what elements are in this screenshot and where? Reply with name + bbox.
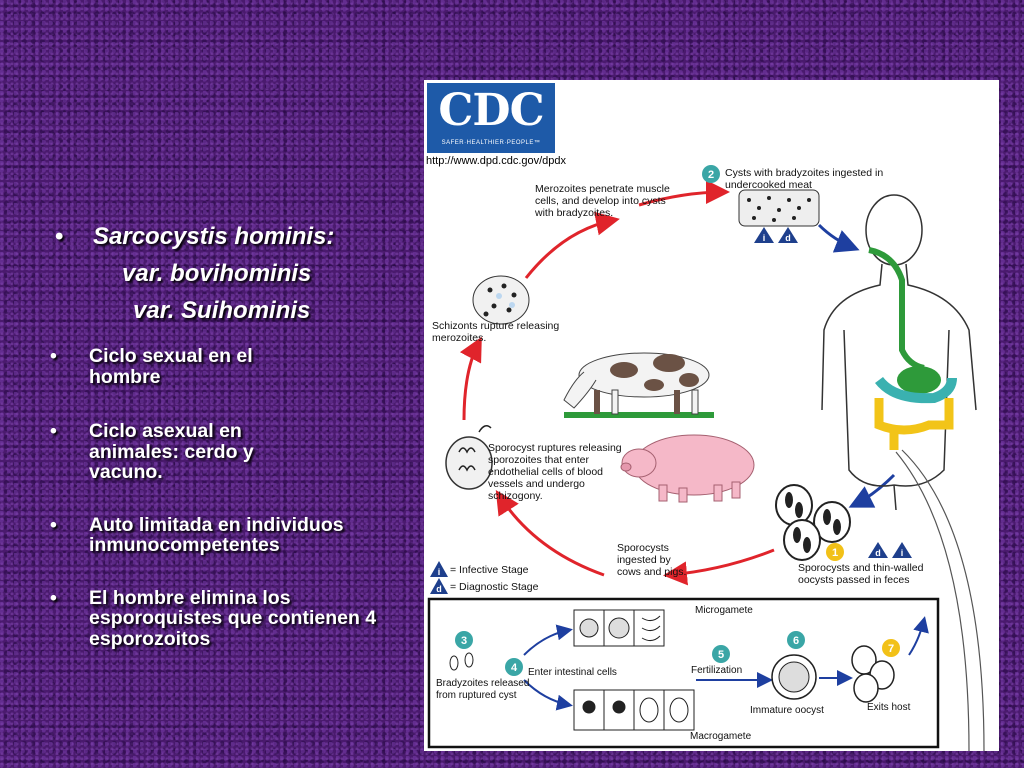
feces-path-line xyxy=(895,451,970,751)
label-sporocysts-ingested: Sporocysts ingested by cows and pigs. xyxy=(617,542,687,578)
bullet-marker: • xyxy=(50,345,57,367)
life-cycle-figure: 2 i d xyxy=(424,80,999,751)
host-arrows xyxy=(817,223,896,508)
diagnostic-marker-label: d xyxy=(875,548,881,558)
arrow-to-macrogamete xyxy=(523,679,573,711)
bullet-text: Auto limitada en individuos inmunocompet… xyxy=(89,513,344,556)
source-url: http://www.dpd.cdc.gov/dpdx xyxy=(426,155,567,167)
digestive-tract-illustration xyxy=(868,247,957,450)
cdc-logo: CDC SAFER·HEALTHIER·PEOPLE™ xyxy=(427,83,555,153)
title-variety-2: var. Suihominis xyxy=(133,297,311,324)
bullet-text: Ciclo asexual en animales: cerdo y vacun… xyxy=(89,420,254,483)
label-schizonts: Schizonts rupture releasing merozoites. xyxy=(432,320,560,344)
bullet-text: El hombre elimina los esporoquistes que … xyxy=(89,586,377,650)
cdc-logo-subtitle: SAFER·HEALTHIER·PEOPLE™ xyxy=(441,140,541,146)
label-macrogamete: Macrogamete xyxy=(690,731,752,742)
label-exits-host: Exits host xyxy=(867,702,911,713)
stage-badge-7: 7 xyxy=(882,639,900,657)
arrow-feces-to-animals xyxy=(663,548,775,586)
legend-infective: = Infective Stage xyxy=(450,564,529,576)
stage-number: 1 xyxy=(832,547,838,559)
sporocysts-feces-icon xyxy=(775,484,851,561)
life-cycle-artwork: 2 i d xyxy=(427,165,985,751)
arrow-sporocyst-to-schizonts xyxy=(459,336,482,421)
label-fertilization: Fertilization xyxy=(691,665,743,676)
stage-badge-5: 5 xyxy=(712,645,730,663)
bullet-list: • Ciclo sexual en el hombre • Ciclo asex… xyxy=(50,346,400,649)
sporocyst-rupture-icon xyxy=(445,425,493,490)
arrow-merozoites-to-cysts xyxy=(638,180,730,207)
title-species: Sarcocystis hominis: xyxy=(93,223,335,250)
arrow-ingested-to-sporocyst xyxy=(495,489,605,577)
label-microgamete: Microgamete xyxy=(695,605,753,616)
stage-badge-2: 2 xyxy=(702,165,720,183)
label-bradyzoites-released: Bradyzoites released from ruptured cyst xyxy=(436,678,530,701)
arrow-to-microgamete xyxy=(523,624,573,656)
arrow-schizonts-to-merozoites xyxy=(524,211,620,279)
macrogamete-cells xyxy=(573,689,695,731)
stage-number: 7 xyxy=(888,643,894,655)
bradyzoite-icon xyxy=(449,652,474,671)
diagnostic-marker-label: d xyxy=(785,233,791,243)
stage-markers-meat: i d xyxy=(754,227,798,243)
immature-oocyst-icon xyxy=(771,654,817,700)
legend-diagnostic: = Diagnostic Stage xyxy=(450,581,539,593)
human-body-figure xyxy=(821,194,977,511)
arrow-human-to-feces xyxy=(848,473,896,508)
title-bullet: • xyxy=(55,223,64,250)
bullet-item: • Auto limitada en individuos inmunocomp… xyxy=(50,513,400,556)
feces-path-line xyxy=(901,449,985,751)
stage-number: 4 xyxy=(511,662,518,674)
label-merozoites: Merozoites penetrate muscle cells, and d… xyxy=(535,183,670,219)
cow-illustration xyxy=(563,352,714,418)
cycle-arrows xyxy=(459,180,775,586)
stage-number: 5 xyxy=(718,649,724,661)
diagnostic-marker-label: d xyxy=(436,584,442,594)
bullet-marker: • xyxy=(50,586,57,609)
slide-text-area: • Sarcocystis hominis: var. bovihominis … xyxy=(0,0,420,768)
stage-badge-1: 1 xyxy=(826,543,844,561)
stage-number: 3 xyxy=(461,635,467,647)
microgamete-cells xyxy=(573,609,665,647)
bullet-item: • Ciclo sexual en el hombre xyxy=(50,346,400,387)
bullet-item: • El hombre elimina los esporoquistes qu… xyxy=(50,586,400,650)
stage-markers-feces: d i xyxy=(868,542,912,558)
bullet-text: Ciclo sexual en el hombre xyxy=(89,345,253,388)
mature-oocyst-icon xyxy=(851,645,895,703)
schizont-cell-icon xyxy=(472,275,530,325)
stage-legend: i d xyxy=(430,561,448,594)
label-immature-oocyst: Immature oocyst xyxy=(750,705,824,716)
stage-number: 2 xyxy=(708,169,714,181)
infective-marker-label: i xyxy=(763,233,766,243)
stage-number: 6 xyxy=(793,635,799,647)
meat-cyst-icon xyxy=(738,189,820,227)
title-line-1: • Sarcocystis hominis: xyxy=(55,218,395,255)
infective-marker-label: i xyxy=(438,567,441,577)
bullet-marker: • xyxy=(50,513,57,536)
stage-badge-3: 3 xyxy=(455,631,473,649)
bullet-item: • Ciclo asexual en animales: cerdo y vac… xyxy=(50,421,400,483)
label-stage-2: Cysts with bradyzoites ingested in under… xyxy=(725,167,884,191)
stage-badge-4: 4 xyxy=(505,658,523,676)
title-variety-1: var. bovihominis xyxy=(122,260,312,287)
infective-marker-label: i xyxy=(901,548,904,558)
pig-illustration xyxy=(620,434,755,503)
bullet-marker: • xyxy=(50,420,57,442)
label-enter-intestinal: Enter intestinal cells xyxy=(528,667,617,678)
cdc-logo-text: CDC xyxy=(438,85,544,136)
stage-badge-6: 6 xyxy=(787,631,805,649)
label-sporocyst-ruptures: Sporocyst ruptures releasing sporozoites… xyxy=(488,442,622,502)
arrow-exits-host xyxy=(908,616,929,656)
slide-title: • Sarcocystis hominis: var. bovihominis … xyxy=(55,218,395,329)
arrow-meat-to-human xyxy=(817,223,860,253)
label-stage-1: Sporocysts and thin-walled oocysts passe… xyxy=(798,562,924,586)
